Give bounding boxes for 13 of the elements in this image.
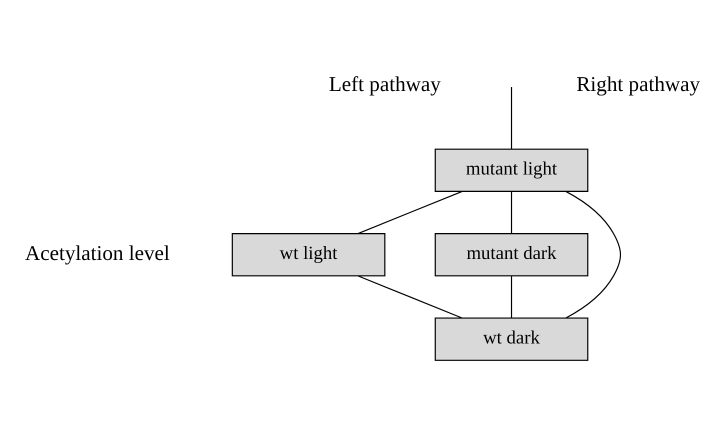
label: Acetylation level bbox=[25, 240, 170, 265]
node-box: mutant light bbox=[434, 148, 588, 192]
label: Left pathway bbox=[328, 72, 441, 96]
connector bbox=[510, 192, 512, 234]
label: Right pathway bbox=[576, 72, 700, 96]
connector bbox=[566, 191, 621, 318]
connector bbox=[510, 276, 512, 318]
connector bbox=[510, 87, 512, 149]
node-box: wt light bbox=[232, 233, 386, 276]
node-box: wt dark bbox=[434, 317, 588, 361]
connector bbox=[358, 275, 462, 319]
connector bbox=[358, 190, 462, 234]
node-box: mutant dark bbox=[434, 233, 588, 276]
